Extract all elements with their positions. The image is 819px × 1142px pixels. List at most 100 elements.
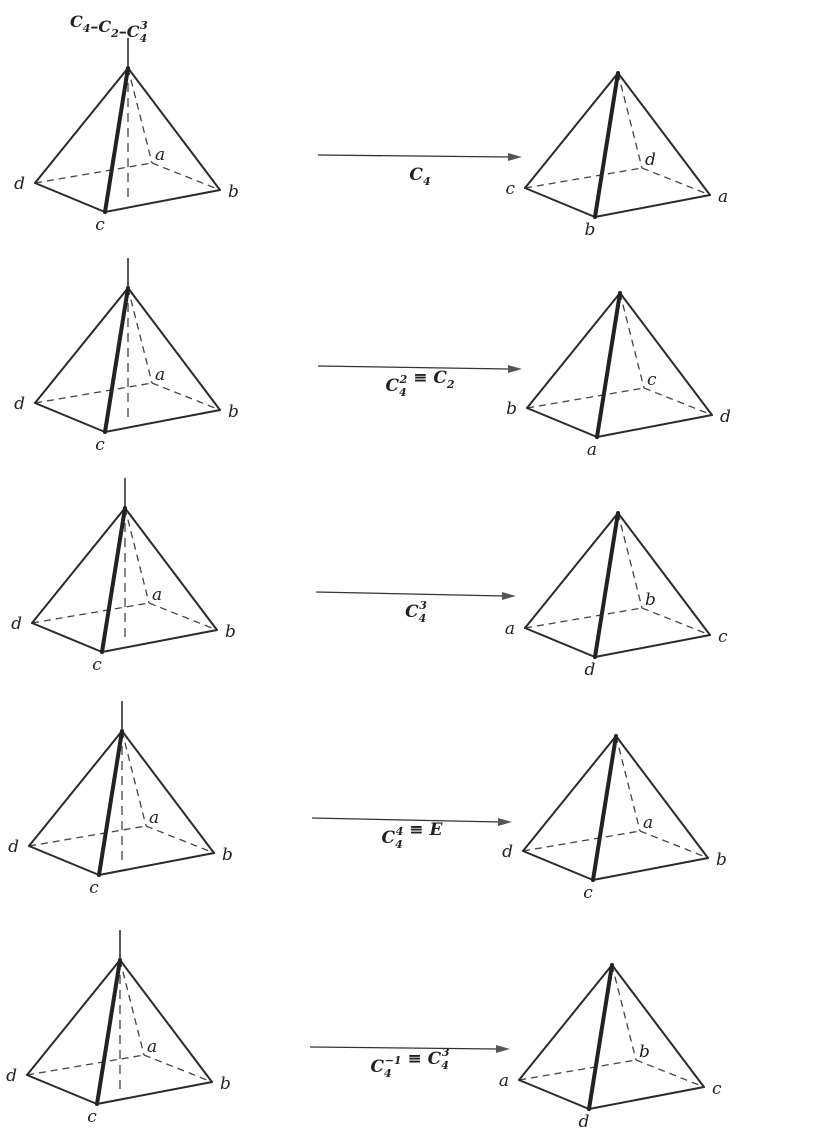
pyramid-after-edge: [526, 407, 598, 438]
vertex-label-front: c: [583, 883, 593, 903]
pyramid-after-hidden-edge: [617, 512, 643, 609]
pyramid-before-edge: [34, 182, 106, 213]
pyramid-before-hidden-edge: [28, 825, 147, 847]
pyramid-after-hidden-edge: [617, 72, 643, 169]
pyramid-after-hidden-edge: [641, 167, 711, 196]
pyramid-after-edge: [524, 512, 619, 629]
vertex-label-front: c: [95, 215, 105, 235]
operation-arrow-line: [317, 154, 511, 158]
vertex-label-back: a: [149, 808, 159, 828]
operation-label-part-0: C: [385, 376, 399, 396]
pyramid-before-edge: [31, 507, 126, 624]
axis-label-part-2: –C: [119, 22, 140, 41]
operation-label-subscript: 4: [441, 1059, 449, 1072]
operation-label: C43: [405, 599, 427, 625]
operation-label-subscript: 2: [446, 378, 455, 391]
pyramid-after-hidden-edge: [526, 387, 645, 409]
pyramid-after-edge: [524, 72, 619, 189]
operation-label-subscript: 4: [395, 838, 403, 851]
vertex-label-back: a: [152, 585, 162, 605]
pyramid-after-edge: [524, 187, 596, 218]
operation-arrow-line: [315, 591, 505, 597]
operation-arrow-line: [317, 365, 511, 370]
pyramid-before-hidden-edge: [26, 1054, 145, 1076]
operation-label-superscript: 3: [442, 1046, 450, 1059]
operation-label-part-0: C: [405, 602, 419, 622]
pyramid-before-edge: [26, 959, 121, 1076]
vertex-label-left: a: [505, 619, 515, 639]
vertex-label-left: d: [14, 174, 25, 194]
pyramid-before-hidden-edge: [121, 730, 147, 827]
pyramid-after-hidden-edge: [524, 607, 643, 629]
vertex-label-back: a: [155, 365, 165, 385]
operation-label-part-1: ≡ C: [402, 1049, 442, 1069]
pyramid-after-hidden-edge: [639, 830, 709, 859]
pyramid-after-edge: [588, 1086, 705, 1110]
vertex-label-front: c: [89, 878, 99, 898]
pyramid-after-hidden-edge: [615, 735, 641, 832]
vertex-label-front: d: [585, 660, 596, 680]
vertex-label-back: d: [645, 150, 656, 170]
pyramid-before-edge: [34, 402, 106, 433]
vertex-label-right: b: [222, 845, 233, 865]
axis-label-part-1: –C: [90, 17, 111, 36]
pyramid-after-front-edge: [593, 71, 620, 219]
vertex-label-right: b: [228, 182, 239, 202]
vertex-label-right: c: [718, 627, 728, 647]
pyramid-after-hidden-edge: [518, 1059, 637, 1081]
pyramid-before-hidden-edge: [145, 825, 215, 854]
pyramid-after-hidden-edge: [635, 1059, 705, 1088]
vertex-label-left: d: [6, 1066, 17, 1086]
vertex-label-right: b: [228, 402, 239, 422]
pyramid-after-edge: [518, 964, 613, 1081]
operation-label: C4−1 ≡ C43: [371, 1046, 450, 1080]
operation-label-subscript: 4: [399, 386, 407, 399]
pyramid-before-hidden-edge: [34, 162, 153, 184]
arrowhead-icon: [508, 153, 522, 161]
pyramid-before-hidden-edge: [31, 602, 150, 624]
pyramid-after-edge: [617, 512, 711, 636]
pyramid-before-edge: [28, 845, 100, 876]
arrowhead-icon: [496, 1045, 510, 1053]
vertex-label-front: d: [579, 1112, 590, 1132]
pyramid-after-hidden-edge: [643, 387, 713, 416]
vertex-label-back: a: [643, 813, 653, 833]
pyramid-before-hidden-edge: [119, 959, 145, 1056]
arrowhead-icon: [508, 365, 522, 373]
pyramid-before-hidden-edge: [151, 382, 221, 411]
pyramid-after-hidden-edge: [641, 607, 711, 636]
vertex-label-back: b: [639, 1042, 650, 1062]
pyramid-after-edge: [619, 292, 713, 416]
pyramid-before-edge: [34, 287, 129, 404]
vertex-label-left: d: [502, 842, 513, 862]
pyramid-after-edge: [522, 735, 617, 852]
pyramid-after-edge: [592, 857, 709, 881]
axis-label-subscript: 4: [140, 32, 148, 45]
pyramid-before-hidden-edge: [127, 67, 153, 164]
pyramid-before-edge: [96, 1081, 213, 1105]
operation-label-part-1: ≡ E: [403, 820, 443, 840]
pyramid-after-front-edge: [591, 734, 618, 882]
pyramid-before-edge: [124, 507, 218, 631]
pyramid-before-front-edge: [103, 286, 130, 434]
operation-label-part-0: C: [371, 1057, 385, 1077]
vertex-label-left: d: [11, 614, 22, 634]
vertex-label-front: a: [587, 440, 597, 460]
pyramid-before-edge: [104, 409, 221, 433]
vertex-label-front: b: [585, 220, 596, 240]
pyramid-before-front-edge: [95, 958, 122, 1106]
axis-label-superscript: 3: [140, 19, 148, 32]
vertex-label-left: b: [506, 399, 517, 419]
pyramid-before-front-edge: [103, 66, 130, 214]
operation-label-subscript: 4: [384, 1067, 392, 1080]
pyramid-before-edge: [31, 622, 103, 653]
pyramid-after-edge: [518, 1079, 590, 1110]
pyramid-before-edge: [127, 287, 221, 411]
vertex-label-back: a: [155, 145, 165, 165]
